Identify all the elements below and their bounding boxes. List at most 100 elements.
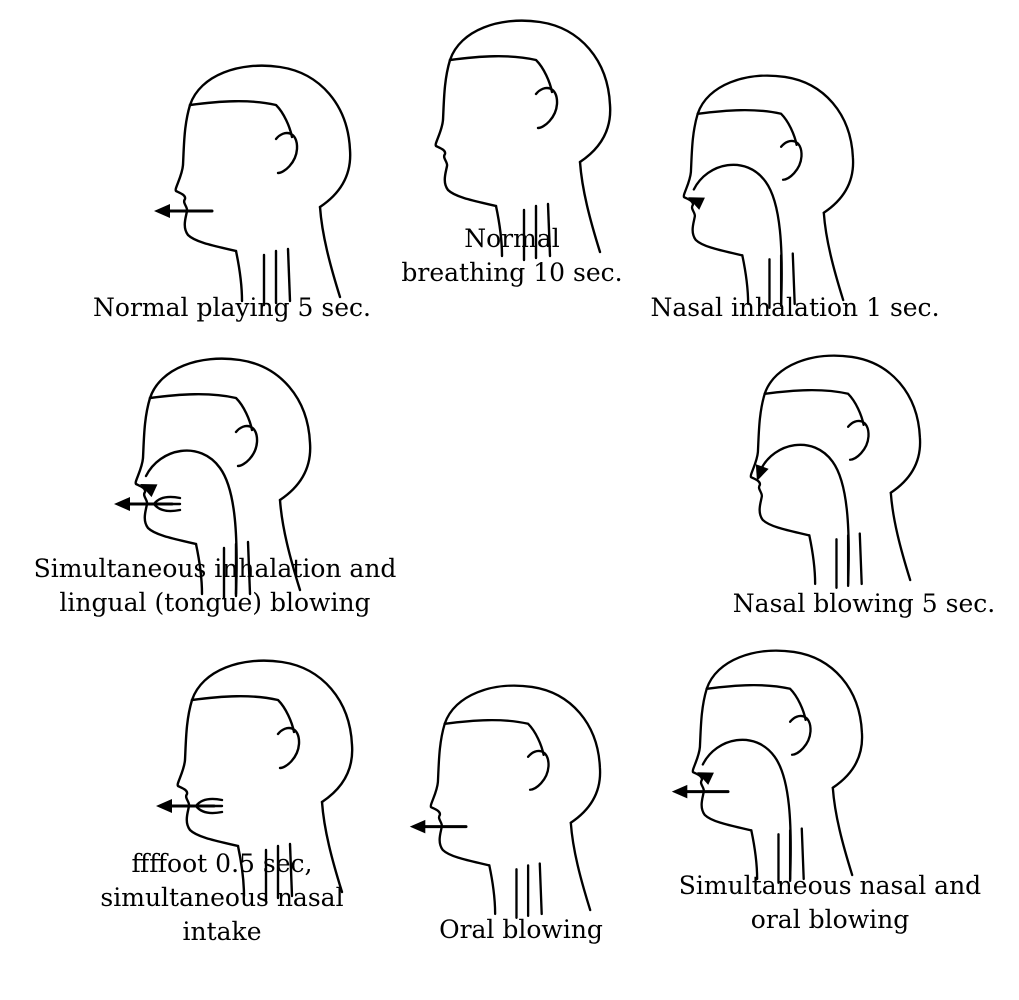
head-outline	[443, 684, 602, 824]
nose-arrow-head	[697, 772, 714, 785]
neck-front	[236, 844, 246, 898]
mouth-arrow-head	[154, 204, 170, 218]
neck-front	[234, 249, 244, 303]
face-profile	[691, 687, 753, 832]
head-figure	[682, 74, 855, 309]
head-outline	[448, 19, 612, 164]
face-profile	[134, 396, 198, 546]
neck-front	[741, 254, 750, 306]
caption-line: Oral blowing	[439, 915, 603, 944]
hairline	[705, 683, 807, 722]
mouth-arrow-head	[156, 799, 172, 813]
panel-caption: Nasal blowing 5 sec.	[733, 587, 995, 621]
tongue-fork	[194, 797, 224, 815]
mouth-arrow-head	[114, 497, 130, 511]
neck-front	[750, 829, 759, 881]
throat-line	[288, 842, 294, 898]
panel-caption: Normal breathing 10 sec.	[401, 222, 622, 290]
neck-back	[831, 786, 854, 877]
ear	[788, 714, 812, 756]
caption-line: Normal playing 5 sec.	[93, 293, 371, 322]
throat-line	[538, 862, 543, 916]
head-outline	[763, 354, 922, 494]
nasal-airway	[701, 738, 792, 881]
head-outline	[190, 659, 354, 804]
head-outline	[148, 357, 312, 502]
ear	[274, 131, 299, 175]
caption-line: Nasal blowing 5 sec.	[732, 589, 996, 618]
head-figure	[114, 357, 312, 600]
panel-caption: Normal playing 5 sec.	[93, 291, 371, 325]
caption-line: simultaneous nasal	[100, 883, 344, 912]
panel-caption: Nasal inhalation 1 sec.	[650, 291, 939, 325]
ear	[846, 419, 870, 461]
face-profile	[434, 58, 498, 208]
hairline	[188, 100, 294, 139]
throat-line	[246, 540, 252, 596]
caption-line: oral blowing	[750, 905, 910, 934]
panel-caption: Simultaneous nasal and oral blowing	[679, 869, 981, 937]
neck-front	[488, 864, 497, 916]
throat-line	[800, 827, 805, 881]
nasal-airway	[144, 449, 238, 596]
panel-caption: ffffoot 0.5 sec, simultaneous nasal intake	[100, 847, 343, 949]
face-profile	[429, 722, 491, 867]
neck-back	[278, 498, 302, 592]
head-figure	[409, 684, 602, 919]
caption-line: lingual (tongue) blowing	[59, 588, 371, 617]
face-profile	[174, 103, 238, 253]
ear	[276, 726, 301, 770]
head-figure	[671, 649, 864, 884]
hairline	[696, 108, 798, 147]
caption-line: Normal	[464, 224, 560, 253]
neck-front	[808, 534, 817, 586]
throat-line	[858, 532, 863, 586]
neck-back	[320, 800, 344, 894]
head-figure	[156, 659, 354, 902]
throat-line	[791, 252, 796, 306]
face-profile	[682, 112, 744, 257]
neck-front	[194, 542, 204, 596]
head-outline	[705, 649, 864, 789]
head-outline	[696, 74, 855, 214]
head-figure	[154, 64, 352, 307]
head-figure	[434, 19, 612, 262]
neck-back	[578, 160, 602, 254]
neck-back	[889, 491, 912, 582]
nose-arrow-head	[755, 464, 769, 482]
head-outline	[188, 64, 352, 209]
hairline	[190, 695, 296, 734]
caption-line: Nasal inhalation 1 sec.	[650, 293, 940, 322]
nose-arrow-head	[140, 484, 158, 498]
ear	[526, 749, 550, 791]
nasal-airway	[759, 443, 850, 586]
throat-line	[286, 247, 292, 303]
ear	[779, 139, 803, 181]
mouth-arrow-head	[671, 784, 688, 799]
face-profile	[176, 698, 240, 848]
head-figure	[749, 354, 922, 589]
mouth-arrow-head	[409, 819, 426, 834]
neck-back	[569, 821, 592, 912]
neck-back	[822, 211, 845, 302]
hairline	[763, 388, 865, 427]
nasal-airway	[692, 163, 783, 306]
caption-line: Simultaneous nasal and	[678, 871, 982, 900]
ear	[534, 86, 559, 130]
hairline	[148, 393, 254, 432]
nose-arrow-head	[688, 197, 705, 210]
panel-caption: Oral blowing	[439, 913, 603, 947]
hairline	[443, 718, 545, 757]
caption-line: breathing 10 sec.	[401, 258, 623, 287]
neck-front	[494, 204, 504, 258]
caption-line: ffffoot 0.5 sec,	[131, 849, 313, 878]
tongue-fork	[152, 495, 182, 513]
caption-line: intake	[182, 917, 262, 946]
neck-back	[318, 205, 342, 299]
ear	[234, 424, 259, 468]
hairline	[448, 55, 554, 94]
face-profile	[749, 392, 811, 537]
